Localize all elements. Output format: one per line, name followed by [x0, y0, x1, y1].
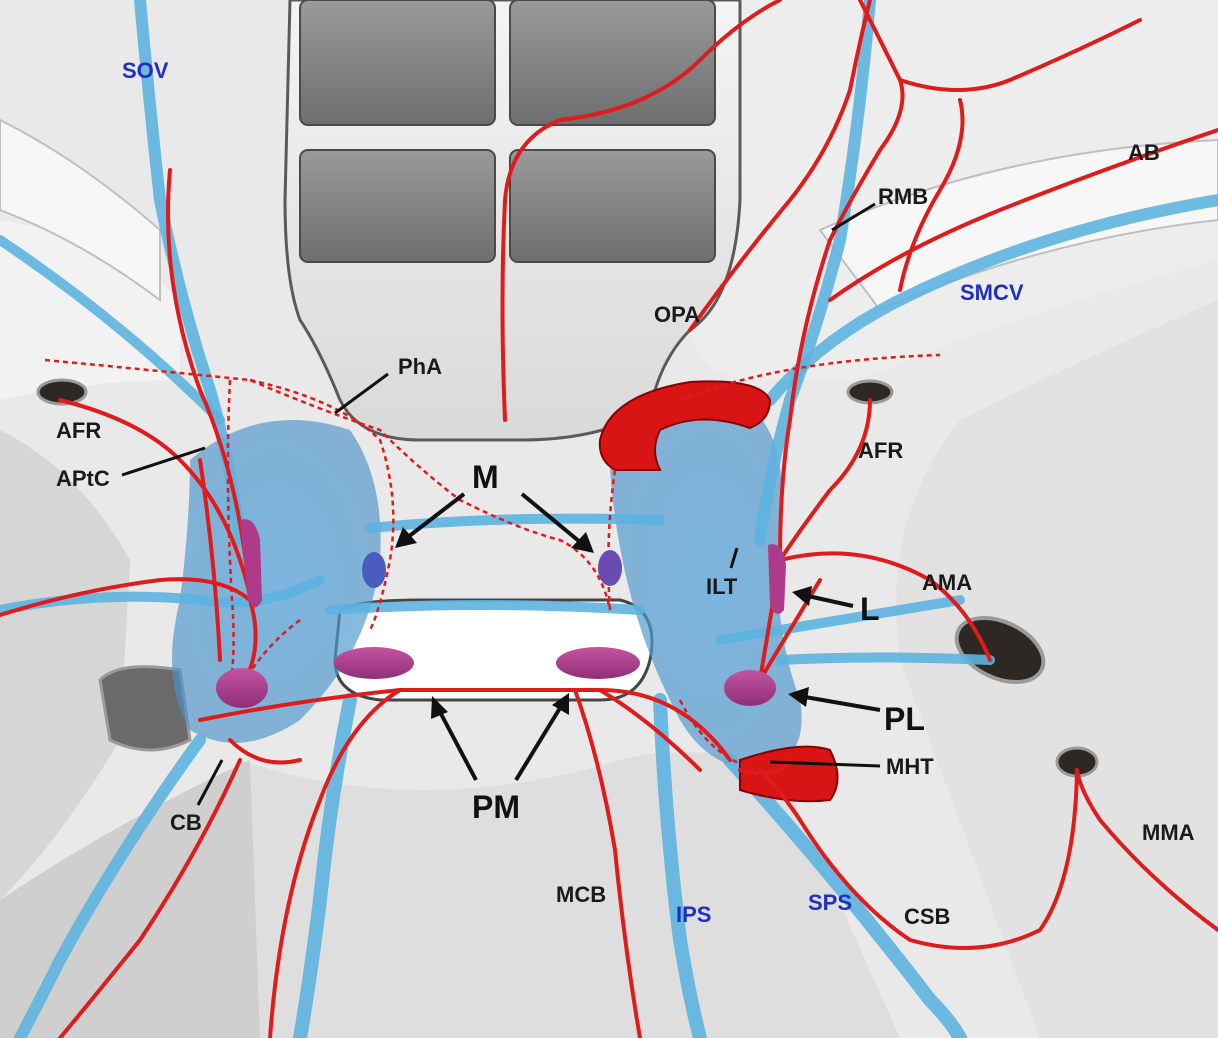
- pm-node-right: [556, 647, 640, 679]
- label-sps: SPS: [808, 890, 852, 915]
- pl-node-right: [724, 670, 776, 706]
- label-m: M: [472, 459, 499, 495]
- label-rmb: RMB: [878, 184, 928, 209]
- label-ilt: ILT: [706, 574, 738, 599]
- label-sov: SOV: [122, 58, 169, 83]
- label-cb: CB: [170, 810, 202, 835]
- label-pha: PhA: [398, 354, 442, 379]
- label-csb: CSB: [904, 904, 950, 929]
- l-node-right: [768, 544, 786, 614]
- label-ama: AMA: [922, 570, 972, 595]
- pl-node-left: [216, 668, 268, 708]
- label-aptc: APtC: [56, 466, 110, 491]
- m-node-right: [598, 550, 622, 586]
- label-afr-left: AFR: [56, 418, 101, 443]
- pm-node-left: [334, 647, 414, 679]
- label-opa: OPA: [654, 302, 700, 327]
- label-mma: MMA: [1142, 820, 1195, 845]
- label-ab: AB: [1128, 140, 1160, 165]
- label-pl: PL: [884, 701, 925, 737]
- label-mht: MHT: [886, 754, 934, 779]
- label-smcv: SMCV: [960, 280, 1024, 305]
- label-mcb: MCB: [556, 882, 606, 907]
- label-l: L: [860, 591, 880, 627]
- label-ips: IPS: [676, 902, 711, 927]
- label-afr-right: AFR: [858, 438, 903, 463]
- m-node-left: [362, 552, 386, 588]
- label-pm: PM: [472, 789, 520, 825]
